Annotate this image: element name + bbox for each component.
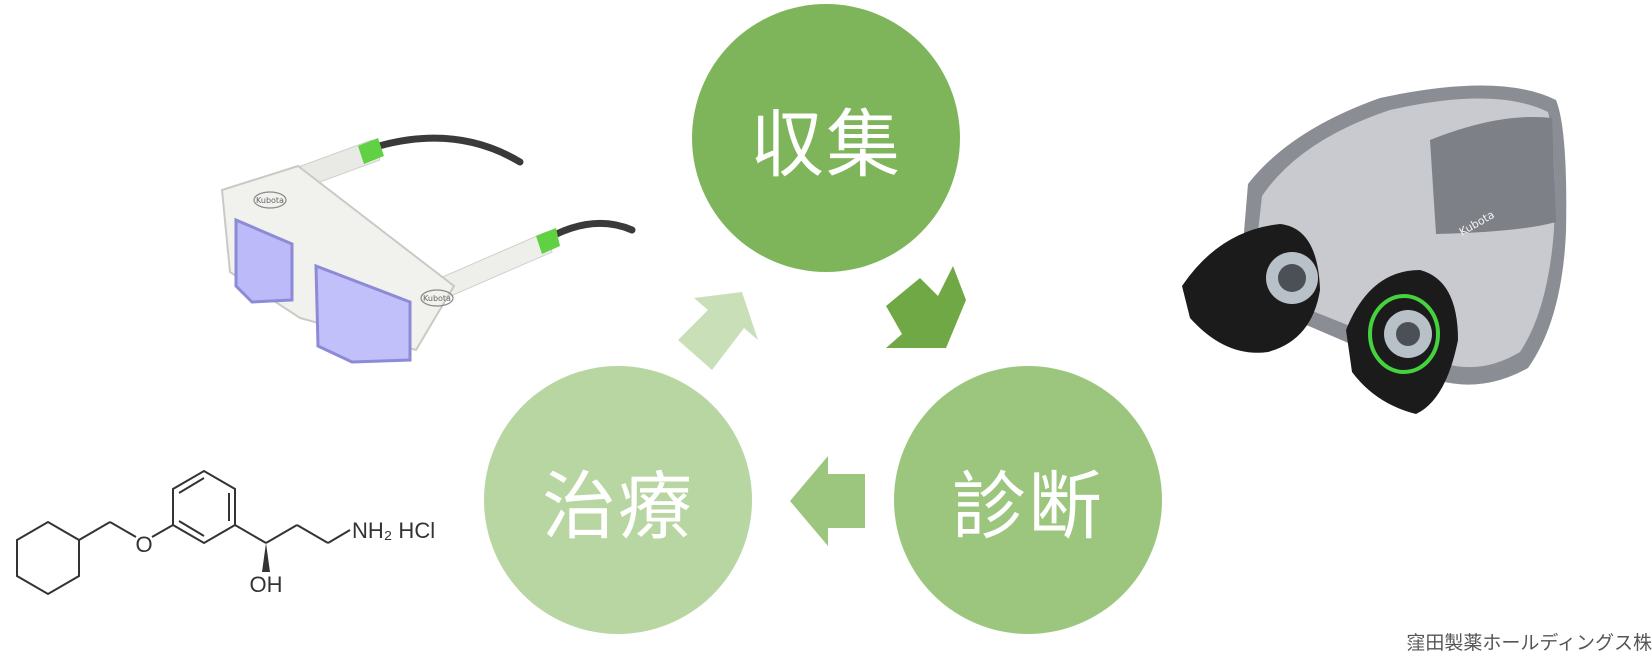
step-diagnose-label: 診断 [952,463,1104,550]
oxygen-label: O [135,532,152,557]
arrow-treat-to-collect [678,292,758,370]
glasses-image: Kubota Kubota [220,134,636,364]
credit-text: 窪田製薬ホールディングス株 [1406,632,1652,654]
stereo-wedge [262,543,270,572]
step-treat-label: 治療 [542,463,694,550]
chemical-structure [16,469,351,596]
device-image: Kubota [1182,85,1567,414]
step-collect-circle: 収集 [692,4,960,272]
glasses-logo-2: Kubota [423,294,451,303]
glasses-logo: Kubota [256,196,284,205]
hydroxyl-label: OH [250,572,283,597]
step-treat-circle: 治療 [484,366,752,634]
step-collect-label: 収集 [750,101,902,188]
amine-label: NH₂ HCl [352,518,435,543]
step-diagnose-circle: 診断 [894,366,1162,634]
arrow-diagnose-to-treat [790,456,865,546]
arrow-collect-to-diagnose [886,266,966,348]
